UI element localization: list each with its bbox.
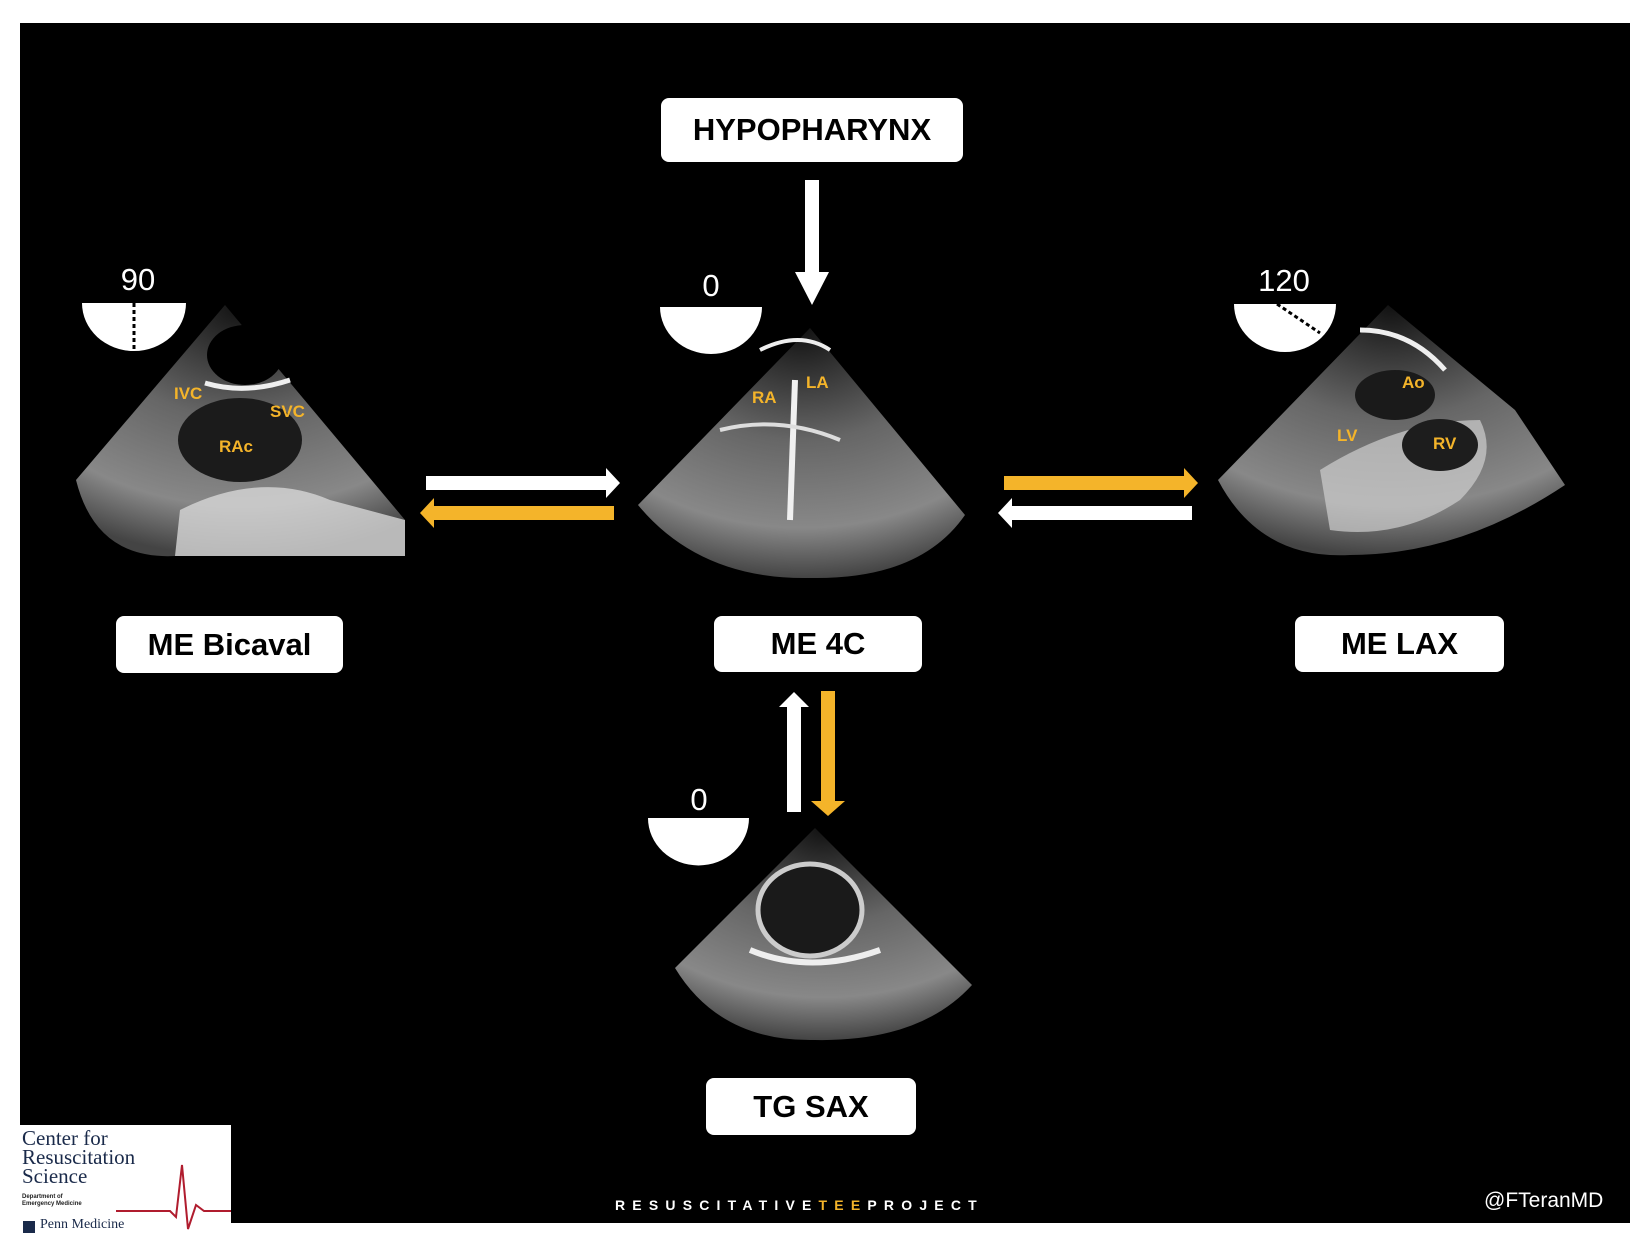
logo-line3: Science [22,1164,88,1188]
footer-pre: RESUSCITATIVE [615,1197,819,1213]
angle-tgsax: 0 [690,782,708,817]
angle-indicator-4c [660,307,762,354]
arrow-4c-to-tgsax [811,691,845,816]
angle-indicator-bicaval [82,303,186,351]
label-rac: RAc [219,437,253,456]
footer-post: PROJECT [867,1197,984,1213]
node-tg-sax: TG SAX [706,1078,916,1135]
node-me-bicaval: ME Bicaval [116,616,343,673]
angle-4c: 0 [702,268,720,303]
arrow-tgsax-to-4c [779,692,809,812]
angle-indicator-lax [1234,302,1336,352]
melax-echo-image [1218,305,1565,556]
label-rv: RV [1433,434,1457,453]
arrow-4c-to-lax [1004,468,1198,498]
angle-indicator-tgsax [648,818,749,866]
logo-dept1: Department of [22,1194,63,1200]
bicaval-echo-image [76,305,405,557]
project-footer: RESUSCITATIVETEEPROJECT [615,1197,984,1213]
angle-bicaval: 90 [120,262,156,297]
node-me-lax: ME LAX [1295,616,1504,672]
ecg-line-icon [23,1164,231,1233]
author-handle: @FTeranMD [1484,1189,1604,1212]
me4c-echo-image [638,328,965,579]
label-la: LA [806,373,829,392]
label-svc: SVC [270,402,305,421]
logo-line1: Center for [22,1126,108,1150]
logo-dept: Department of Emergency Medicine [22,1194,82,1208]
center-logo: Center for Resuscitation Science Departm… [20,1125,231,1236]
arrow-hypopharynx-to-4c [795,180,829,305]
logo-dept2: Emergency Medicine [22,1201,82,1207]
label-ivc: IVC [174,384,202,403]
arrow-lax-to-4c [998,498,1192,528]
label-ra: RA [752,388,777,407]
label-lv: LV [1337,426,1358,445]
tgsax-echo-image [675,828,972,1041]
label-ao: Ao [1402,373,1425,392]
logo-line2: Resuscitation [22,1145,136,1169]
arrow-bicaval-to-4c [426,468,620,498]
node-hypopharynx: HYPOPHARYNX [661,98,963,162]
arrow-4c-to-bicaval [420,498,614,528]
logo-org: Penn Medicine [40,1217,125,1232]
footer-accent: TEE [818,1197,868,1213]
angle-lax: 120 [1258,263,1310,298]
node-me-4c: ME 4C [714,616,922,672]
